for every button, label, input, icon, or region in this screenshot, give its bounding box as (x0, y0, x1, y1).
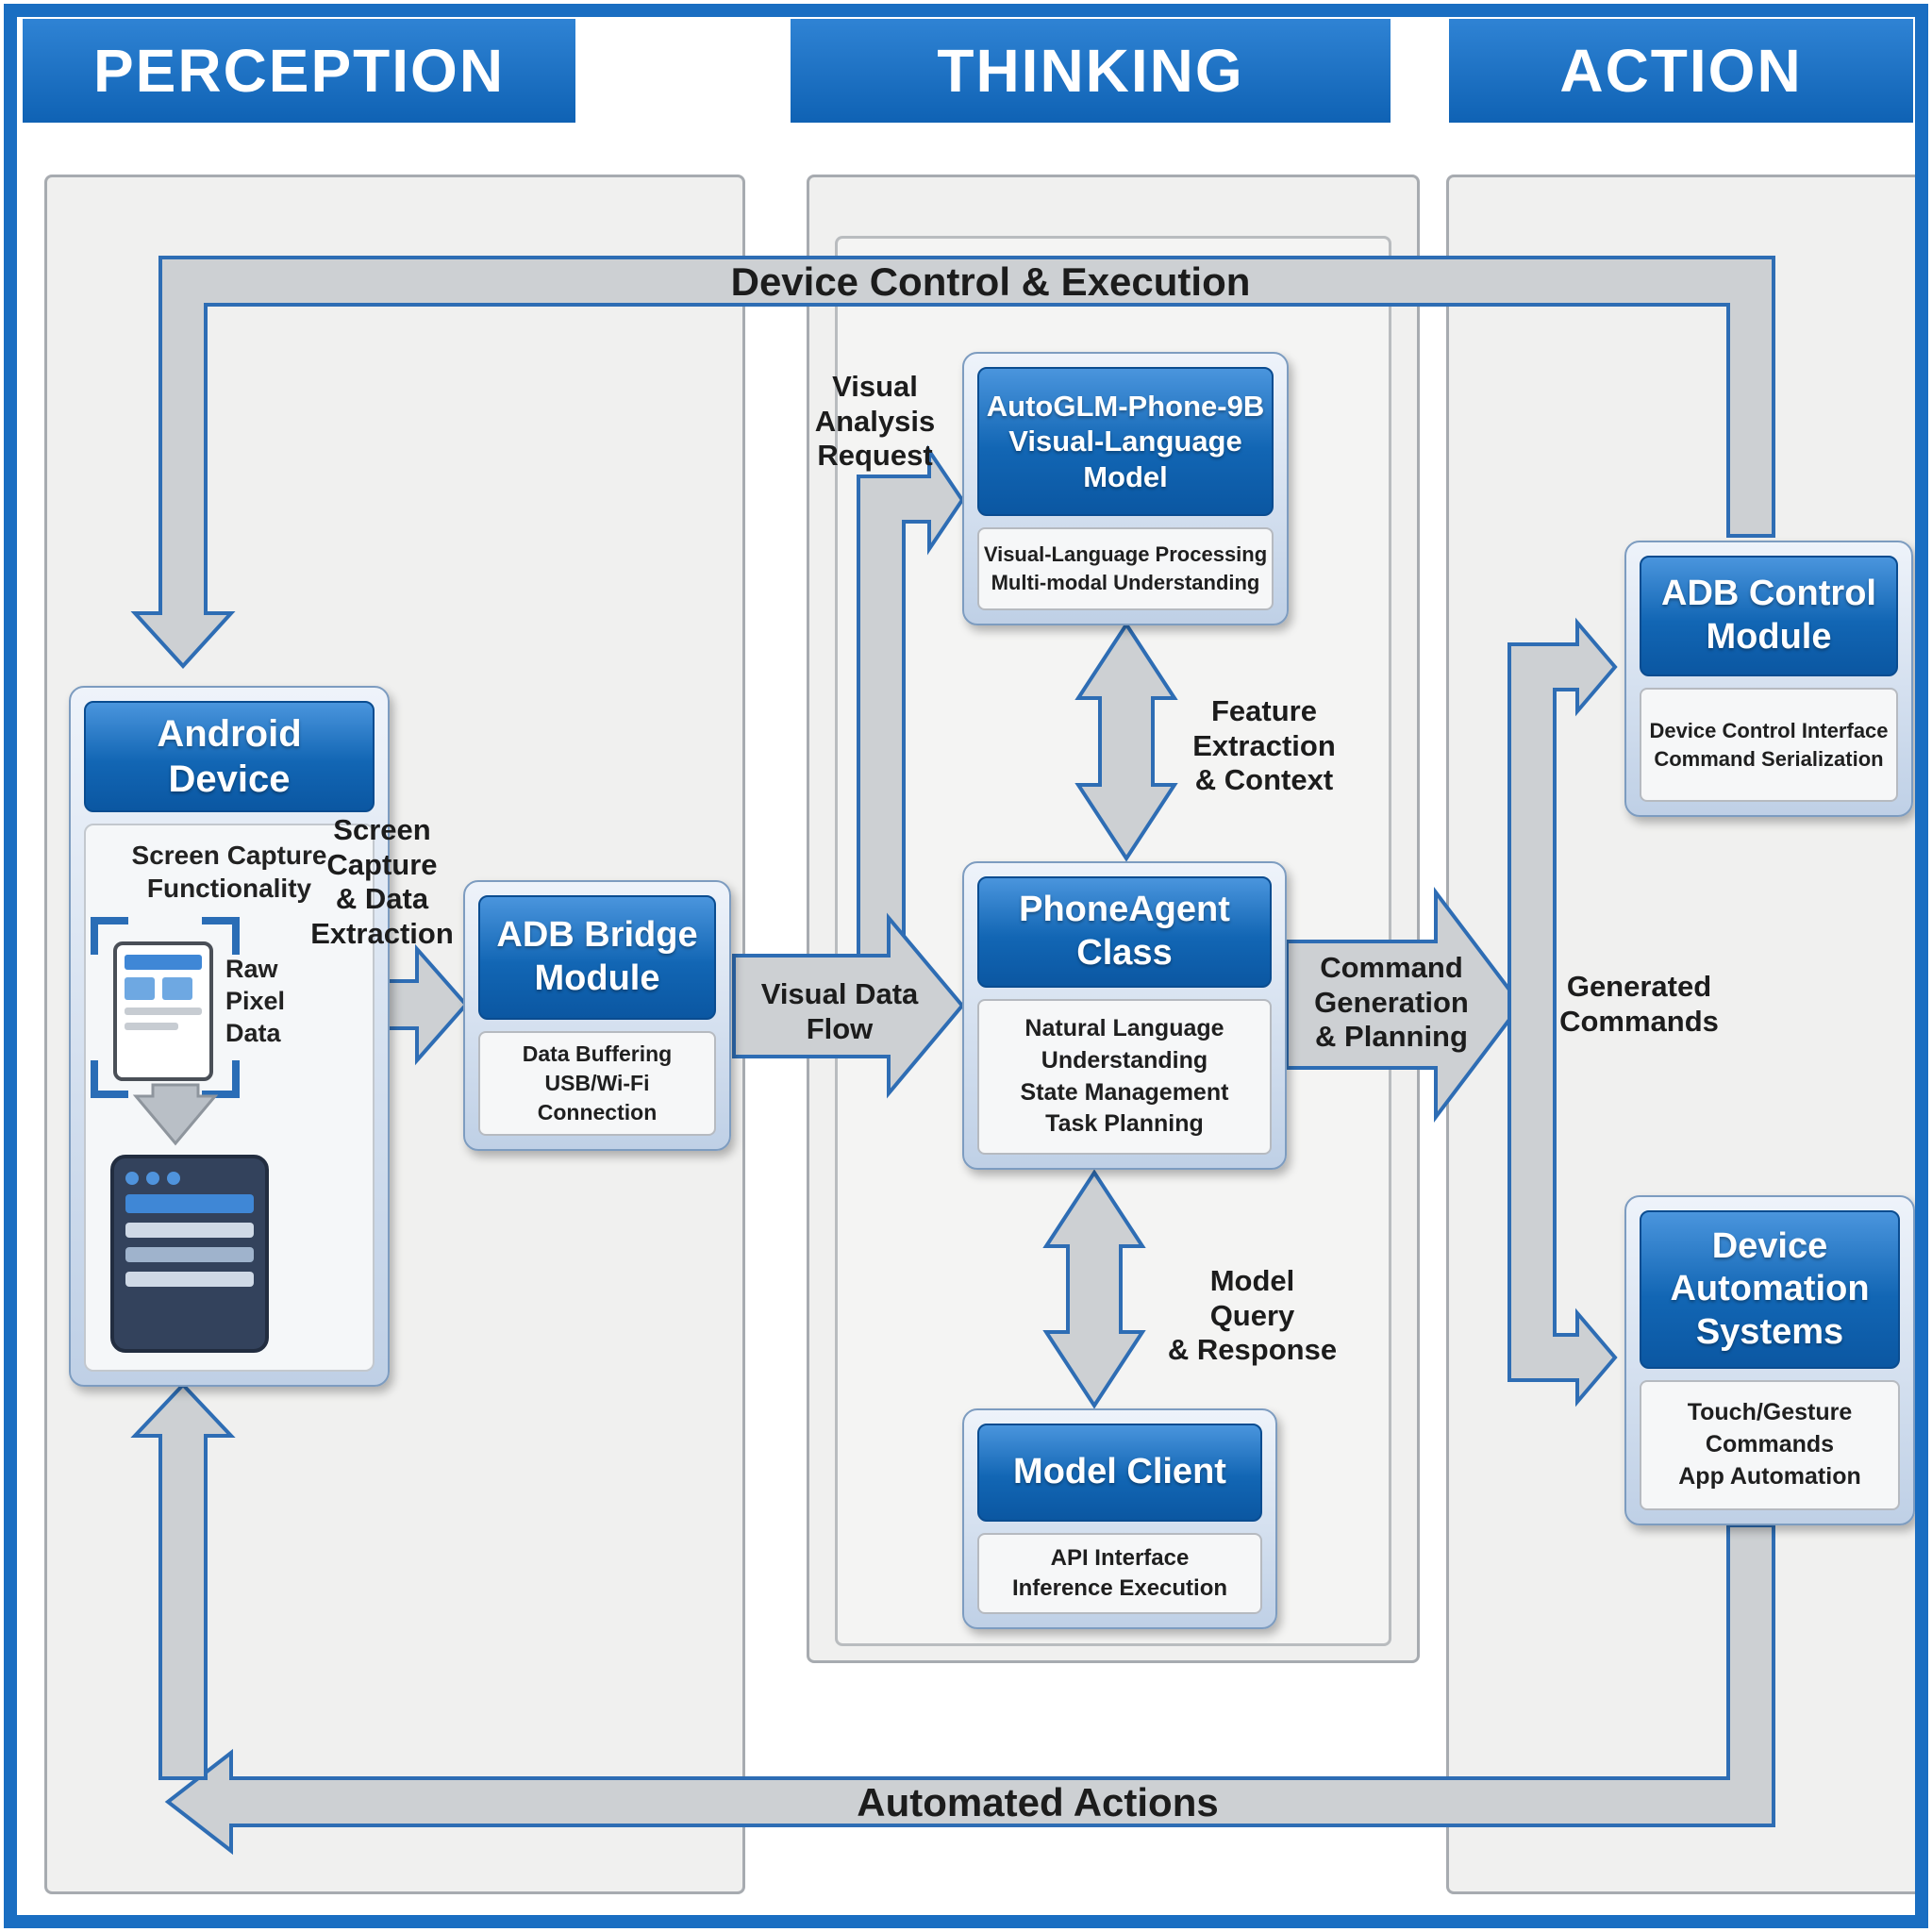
visual-data-flow-label: Visual Data Flow (760, 977, 919, 1045)
automated-actions-up-arrow (130, 1382, 236, 1780)
generated-commands-branch-arrow (1507, 617, 1618, 1407)
raw-pixel-data-label: Raw Pixel Data (225, 955, 286, 1047)
adb-bridge-module-node: ADB Bridge Module Data Buffering USB/Wi-… (463, 880, 731, 1151)
perception-header: PERCEPTION (23, 19, 575, 123)
command-generation-label: Command Generation & Planning (1314, 951, 1469, 1054)
android-device-title: Android Device (84, 701, 375, 812)
model-client-node: Model Client API Interface Inference Exe… (962, 1408, 1277, 1629)
device-control-pipe-arrow (130, 256, 1775, 669)
phone-agent-class-node: PhoneAgent Class Natural Language Unders… (962, 861, 1287, 1170)
thinking-header: THINKING (791, 19, 1391, 123)
adb-bridge-module-details: Data Buffering USB/Wi-Fi Connection (478, 1031, 716, 1136)
action-header: ACTION (1449, 19, 1913, 123)
adb-bridge-module-title: ADB Bridge Module (478, 895, 716, 1020)
device-automation-systems-title: Device Automation Systems (1640, 1210, 1900, 1369)
automated-actions-label: Automated Actions (857, 1780, 1219, 1824)
visual-language-model-details: Visual-Language Processing Multi-modal U… (977, 527, 1274, 610)
visual-analysis-request-arrow (857, 444, 965, 1007)
phone-agent-class-title: PhoneAgent Class (977, 876, 1272, 988)
visual-language-model-node: AutoGLM-Phone-9B Visual-Language Model V… (962, 352, 1289, 625)
phone-agent-class-details: Natural Language Understanding State Man… (977, 999, 1272, 1155)
model-client-details: API Interface Inference Execution (977, 1533, 1262, 1614)
adb-control-module-node: ADB Control Module Device Control Interf… (1624, 541, 1913, 817)
command-generation-arrow (1285, 887, 1524, 1123)
wireframe-phone-icon (113, 941, 213, 1081)
visual-analysis-label: Visual Analysis Request (814, 370, 936, 473)
model-query-label: Model Query & Response (1167, 1264, 1338, 1367)
adb-control-module-title: ADB Control Module (1640, 556, 1898, 676)
screen-capture-caption: Screen Capture Functionality (131, 841, 327, 903)
rendered-phone-icon (110, 1155, 269, 1353)
model-client-title: Model Client (977, 1424, 1262, 1522)
screen-capture-label: Screen Capture & Data Extraction (310, 813, 454, 950)
android-device-node: Android Device Screen Capture Functional… (69, 686, 390, 1387)
visual-language-model-title: AutoGLM-Phone-9B Visual-Language Model (977, 367, 1274, 516)
device-automation-systems-node: Device Automation Systems Touch/Gesture … (1624, 1195, 1915, 1525)
model-query-double-arrow (1042, 1169, 1146, 1409)
visual-data-flow-arrow (732, 912, 965, 1099)
adb-control-module-details: Device Control Interface Command Seriali… (1640, 688, 1898, 802)
feature-extraction-double-arrow (1074, 621, 1178, 862)
generated-commands-label: Generated Commands (1559, 970, 1719, 1038)
device-control-label: Device Control & Execution (730, 259, 1251, 304)
automated-actions-pipe-arrow (164, 1524, 1775, 1856)
feature-extraction-label: Feature Extraction & Context (1192, 694, 1336, 797)
device-automation-systems-details: Touch/Gesture Commands App Automation (1640, 1380, 1900, 1510)
